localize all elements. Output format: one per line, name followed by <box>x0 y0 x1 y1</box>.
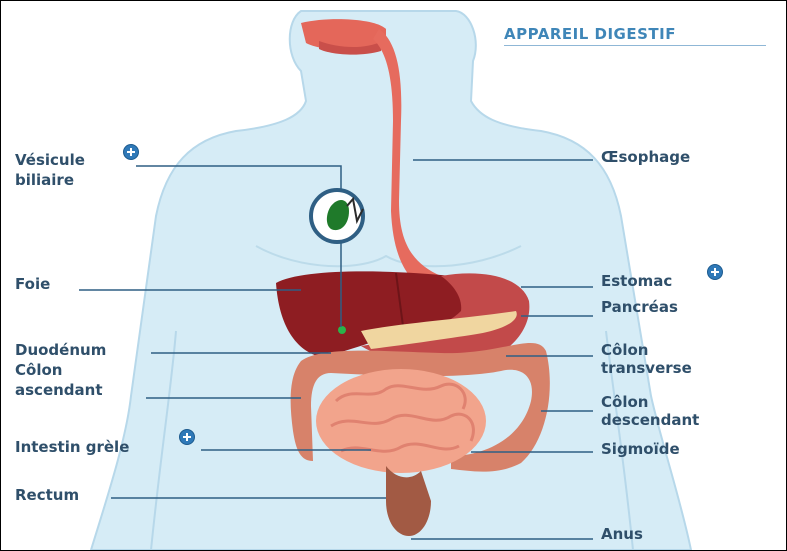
title-underline <box>504 45 766 46</box>
estomac-plus-icon[interactable] <box>707 264 723 280</box>
label-vesicule: Vésicule <box>15 152 85 169</box>
label-duodenum: Duodénum <box>15 342 106 359</box>
label-colon-ascendant-1: Côlon <box>15 362 62 379</box>
vesicule-plus-icon[interactable] <box>123 144 139 160</box>
label-pancreas: Pancréas <box>601 299 678 316</box>
label-colon-ascendant-2: ascendant <box>15 382 103 399</box>
label-intestin-grele: Intestin grèle <box>15 439 129 456</box>
label-foie: Foie <box>15 276 50 293</box>
label-colon-descendant-2: descendant <box>601 412 699 429</box>
label-colon-transverse-1: Côlon <box>601 342 648 359</box>
label-sigmoide: Sigmoïde <box>601 441 680 458</box>
label-colon-descendant-1: Côlon <box>601 394 648 411</box>
label-oesophage: Œsophage <box>601 149 690 166</box>
label-colon-transverse-2: transverse <box>601 360 692 377</box>
label-rectum: Rectum <box>15 487 79 504</box>
label-estomac: Estomac <box>601 273 672 290</box>
gallbladder-dot <box>338 326 346 334</box>
label-anus: Anus <box>601 526 643 543</box>
label-biliaire: biliaire <box>15 172 74 189</box>
diagram-title: APPAREIL DIGESTIF <box>504 25 676 43</box>
intestin-plus-icon[interactable] <box>179 429 195 445</box>
